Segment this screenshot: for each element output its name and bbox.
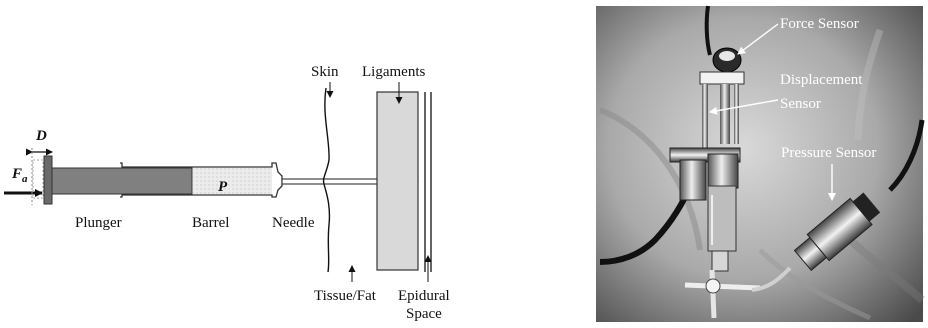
stopcock — [706, 279, 720, 293]
photo: Force Sensor Displacement Sensor Pressur… — [596, 6, 923, 322]
plunger-label: Plunger — [75, 215, 122, 231]
force-label: Fa — [11, 166, 28, 185]
pressure-sensor-label: Pressure Sensor — [781, 145, 876, 161]
barrel-label: Barrel — [192, 215, 229, 231]
displacement-label: D — [35, 128, 47, 144]
schematic: Fa D P Skin Ligaments Tissue/Fat — [4, 64, 450, 322]
pressure-label: P — [218, 179, 228, 195]
skin-label: Skin — [311, 64, 339, 80]
force-sensor-label: Force Sensor — [780, 16, 859, 32]
epidural-label-1: Epidural — [398, 288, 450, 304]
epidural-label-2: Space — [406, 306, 442, 322]
barrel-fluid — [193, 168, 272, 194]
displacement-sensor-label-1: Displacement — [780, 72, 863, 88]
ligaments-label: Ligaments — [362, 64, 425, 80]
needle-label: Needle — [272, 215, 315, 231]
displacement-sensor-label-2: Sensor — [780, 96, 821, 112]
plunger-rod — [52, 168, 192, 194]
plunger-head — [44, 156, 52, 204]
tissue-fat-label: Tissue/Fat — [314, 288, 377, 304]
ligaments-block — [377, 92, 418, 270]
